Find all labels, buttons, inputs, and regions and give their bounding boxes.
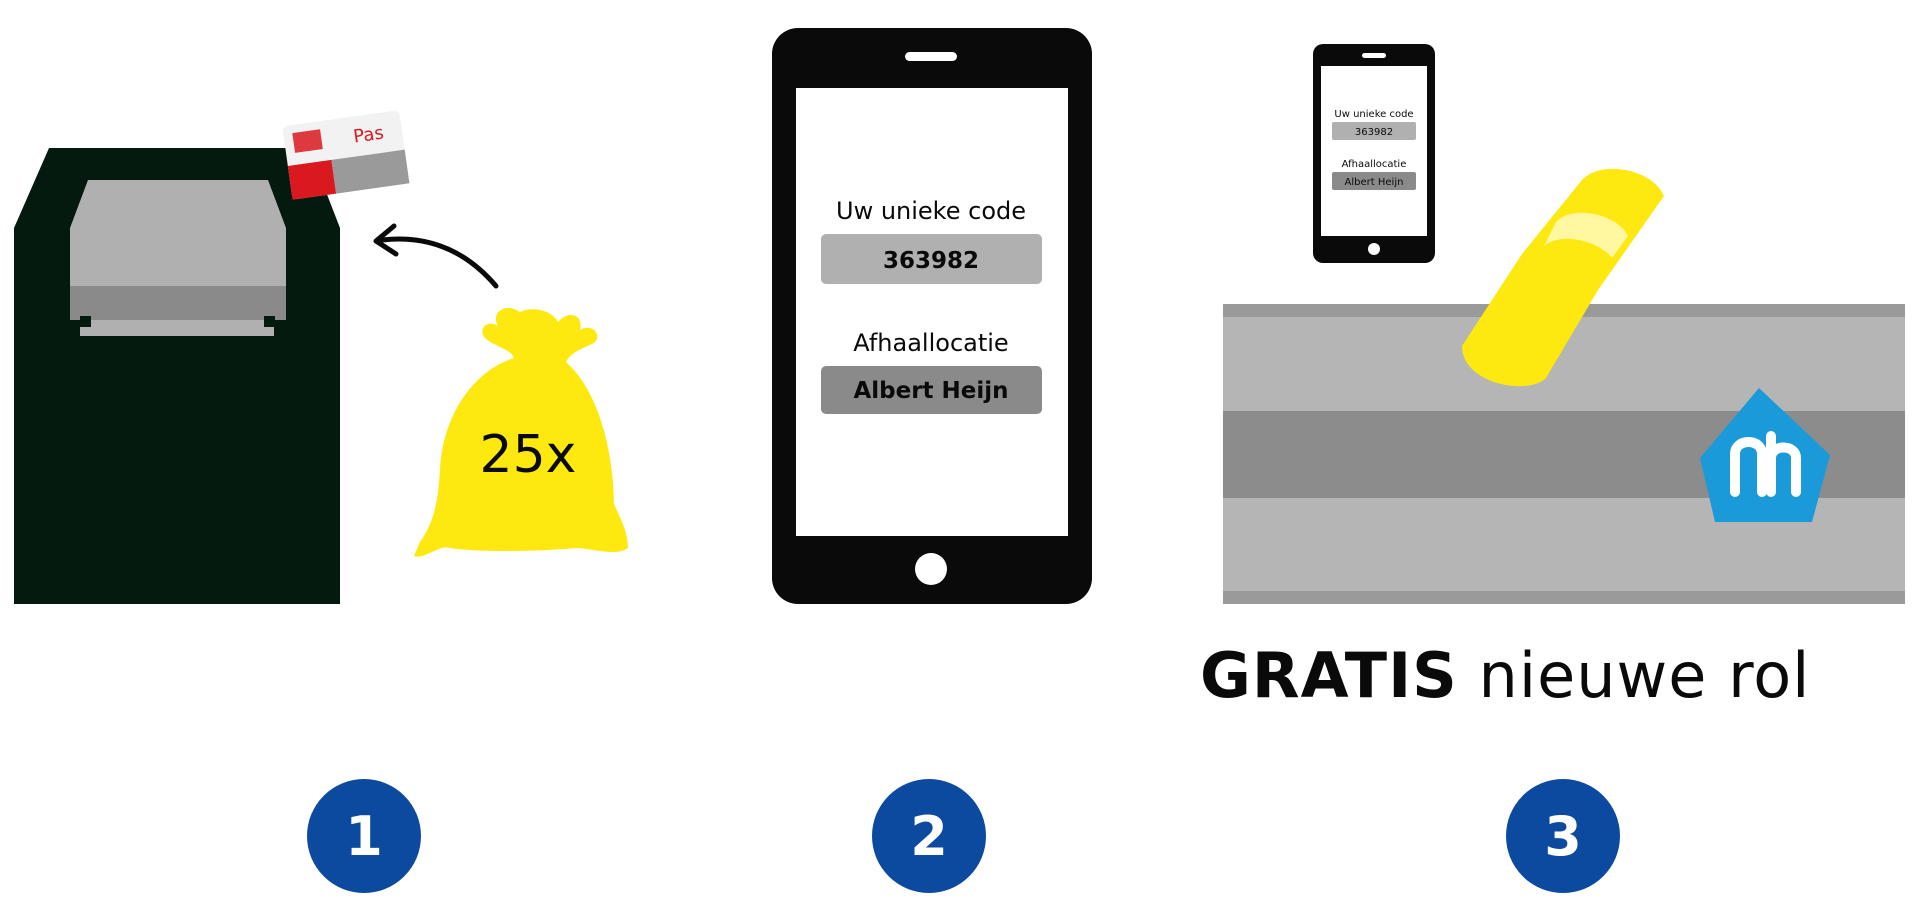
counter-bottom-edge <box>1223 591 1905 604</box>
container-lid-shadow <box>70 286 286 320</box>
headline-rest: nieuwe rol <box>1478 639 1811 712</box>
step-1-badge-circle <box>307 779 421 893</box>
step-1-number: 1 <box>345 805 383 868</box>
step-3-number: 3 <box>1544 805 1582 868</box>
code-label: Uw unieke code <box>836 197 1026 225</box>
small-location-box <box>1332 172 1416 190</box>
small-location-label: Afhaallocatie <box>1342 159 1407 170</box>
small-phone-speaker-icon <box>1362 53 1386 58</box>
smartphone-icon <box>772 28 1092 604</box>
headline-bold: GRATIS <box>1200 639 1458 712</box>
phone-speaker-icon <box>905 52 957 61</box>
phone-screen <box>796 88 1068 536</box>
step-3-badge-circle <box>1506 779 1620 893</box>
card-emblem-icon <box>292 129 323 153</box>
card-label: Pas <box>352 123 385 148</box>
small-phone-screen <box>1321 66 1427 236</box>
yellow-bag-icon: 25x <box>414 307 628 557</box>
small-phone-home-button-icon <box>1368 243 1380 255</box>
bag-count: 25x <box>480 425 577 485</box>
albert-heijn-logo-icon <box>1700 388 1830 522</box>
arrow-head <box>373 223 399 257</box>
container-lid-front <box>70 228 286 286</box>
container-lid-top <box>70 180 286 228</box>
card-grey-stripe <box>331 149 410 194</box>
small-code-value: 363982 <box>1355 127 1393 138</box>
phone-home-button-icon <box>915 553 947 585</box>
ah-logo-glyph <box>1730 431 1801 497</box>
location-label: Afhaallocatie <box>853 329 1008 357</box>
free-roll-headline: GRATIS nieuwe rol <box>1200 636 1920 716</box>
small-location-value: Albert Heijn <box>1345 177 1404 188</box>
small-smartphone-icon <box>1313 44 1435 263</box>
resident-card-icon: Pas <box>282 110 410 200</box>
bag-shape <box>414 307 628 557</box>
step-2-badge-circle <box>872 779 986 893</box>
curved-arrow-icon <box>373 223 499 289</box>
step-2-number: 2 <box>910 805 948 868</box>
waste-container-icon <box>14 148 340 604</box>
code-box <box>821 234 1042 284</box>
code-value: 363982 <box>883 248 979 274</box>
location-box <box>821 366 1042 414</box>
card-red-stripe <box>287 159 337 200</box>
small-code-label: Uw unieke code <box>1334 109 1413 120</box>
roll-bag-strip <box>1544 212 1628 258</box>
arrow-curve <box>379 236 499 289</box>
bag-roll-icon <box>1462 168 1664 387</box>
container-slot-clip-right <box>264 316 275 327</box>
container-slot-tray <box>80 320 274 336</box>
small-code-box <box>1332 122 1416 140</box>
container-slot-clip-left <box>80 316 91 327</box>
location-value: Albert Heijn <box>853 378 1008 404</box>
